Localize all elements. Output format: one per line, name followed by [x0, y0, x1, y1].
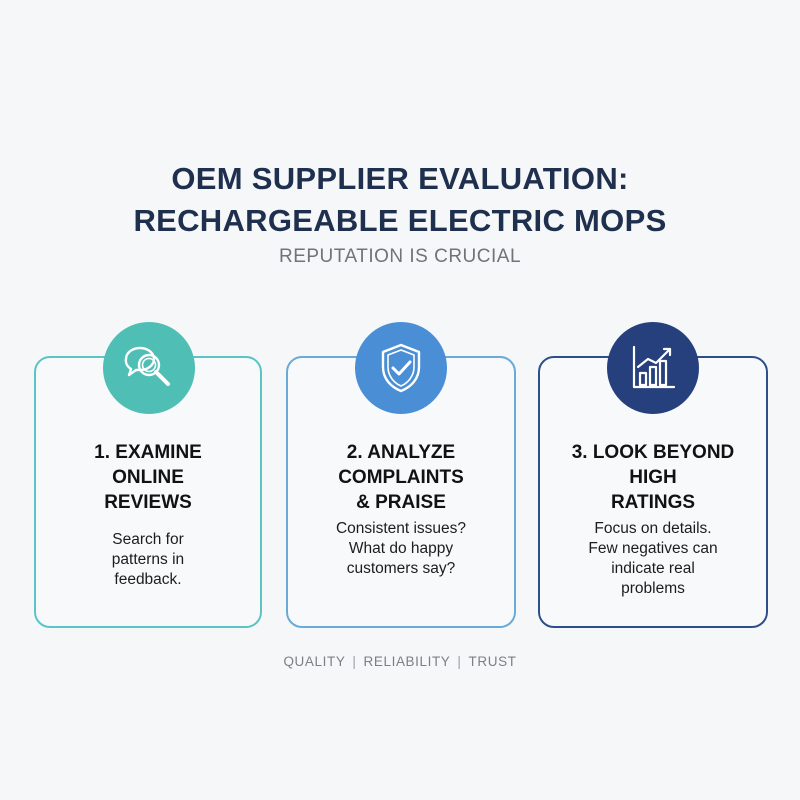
card-desc-line: feedback. [114, 571, 182, 588]
card-title-line: COMPLAINTS [338, 467, 464, 488]
card-title-line: RATINGS [610, 492, 696, 513]
magnifier-speech-icon [103, 322, 195, 414]
bar-chart-trend-icon [607, 322, 699, 414]
footer-item-trust: TRUST [468, 654, 517, 669]
footer-separator: | [457, 654, 462, 669]
card-look-beyond-ratings: 3. LOOK BEYOND HIGH RATINGS Focus on det… [538, 356, 768, 628]
title-line-1: OEM SUPPLIER EVALUATION: [171, 161, 629, 196]
card-title: 1. EXAMINE ONLINE REVIEWS [36, 440, 260, 515]
card-title-line: 3. LOOK BEYOND [571, 442, 735, 463]
shield-check-icon [355, 322, 447, 414]
footer-tagline: QUALITY | RELIABILITY | TRUST [0, 654, 800, 669]
card-description: Search for patterns in feedback. [36, 530, 260, 590]
card-desc-line: indicate real [611, 560, 695, 577]
footer-separator: | [352, 654, 357, 669]
card-desc-line: patterns in [111, 551, 185, 568]
card-desc-line: Consistent issues? [335, 520, 467, 537]
card-desc-line: problems [621, 580, 685, 597]
card-desc-line: Few negatives can [588, 540, 718, 557]
page-subtitle: REPUTATION IS CRUCIAL [278, 246, 522, 267]
card-desc-line: customers say? [346, 560, 456, 577]
card-description: Focus on details. Few negatives can indi… [540, 519, 766, 599]
card-title-line: REVIEWS [104, 492, 192, 513]
footer-item-reliability: RELIABILITY [363, 654, 451, 669]
card-desc-line: Search for [112, 531, 184, 548]
card-title: 3. LOOK BEYOND HIGH RATINGS [540, 440, 766, 515]
title-line-2: RECHARGEABLE ELECTRIC MOPS [133, 203, 667, 238]
card-title-line: HIGH [629, 467, 677, 488]
card-desc-line: What do happy [348, 540, 454, 557]
page-title: OEM SUPPLIER EVALUATION: RECHARGEABLE EL… [0, 158, 800, 242]
footer-item-quality: QUALITY [283, 654, 346, 669]
card-title-line: ONLINE [112, 467, 184, 488]
card-title-line: 2. ANALYZE [346, 442, 456, 463]
card-desc-line: Focus on details. [594, 520, 712, 537]
card-title-line: 1. EXAMINE [94, 442, 202, 463]
card-description: Consistent issues? What do happy custome… [288, 519, 514, 579]
card-title-line: & PRAISE [356, 492, 446, 513]
card-title: 2. ANALYZE COMPLAINTS & PRAISE [288, 440, 514, 515]
